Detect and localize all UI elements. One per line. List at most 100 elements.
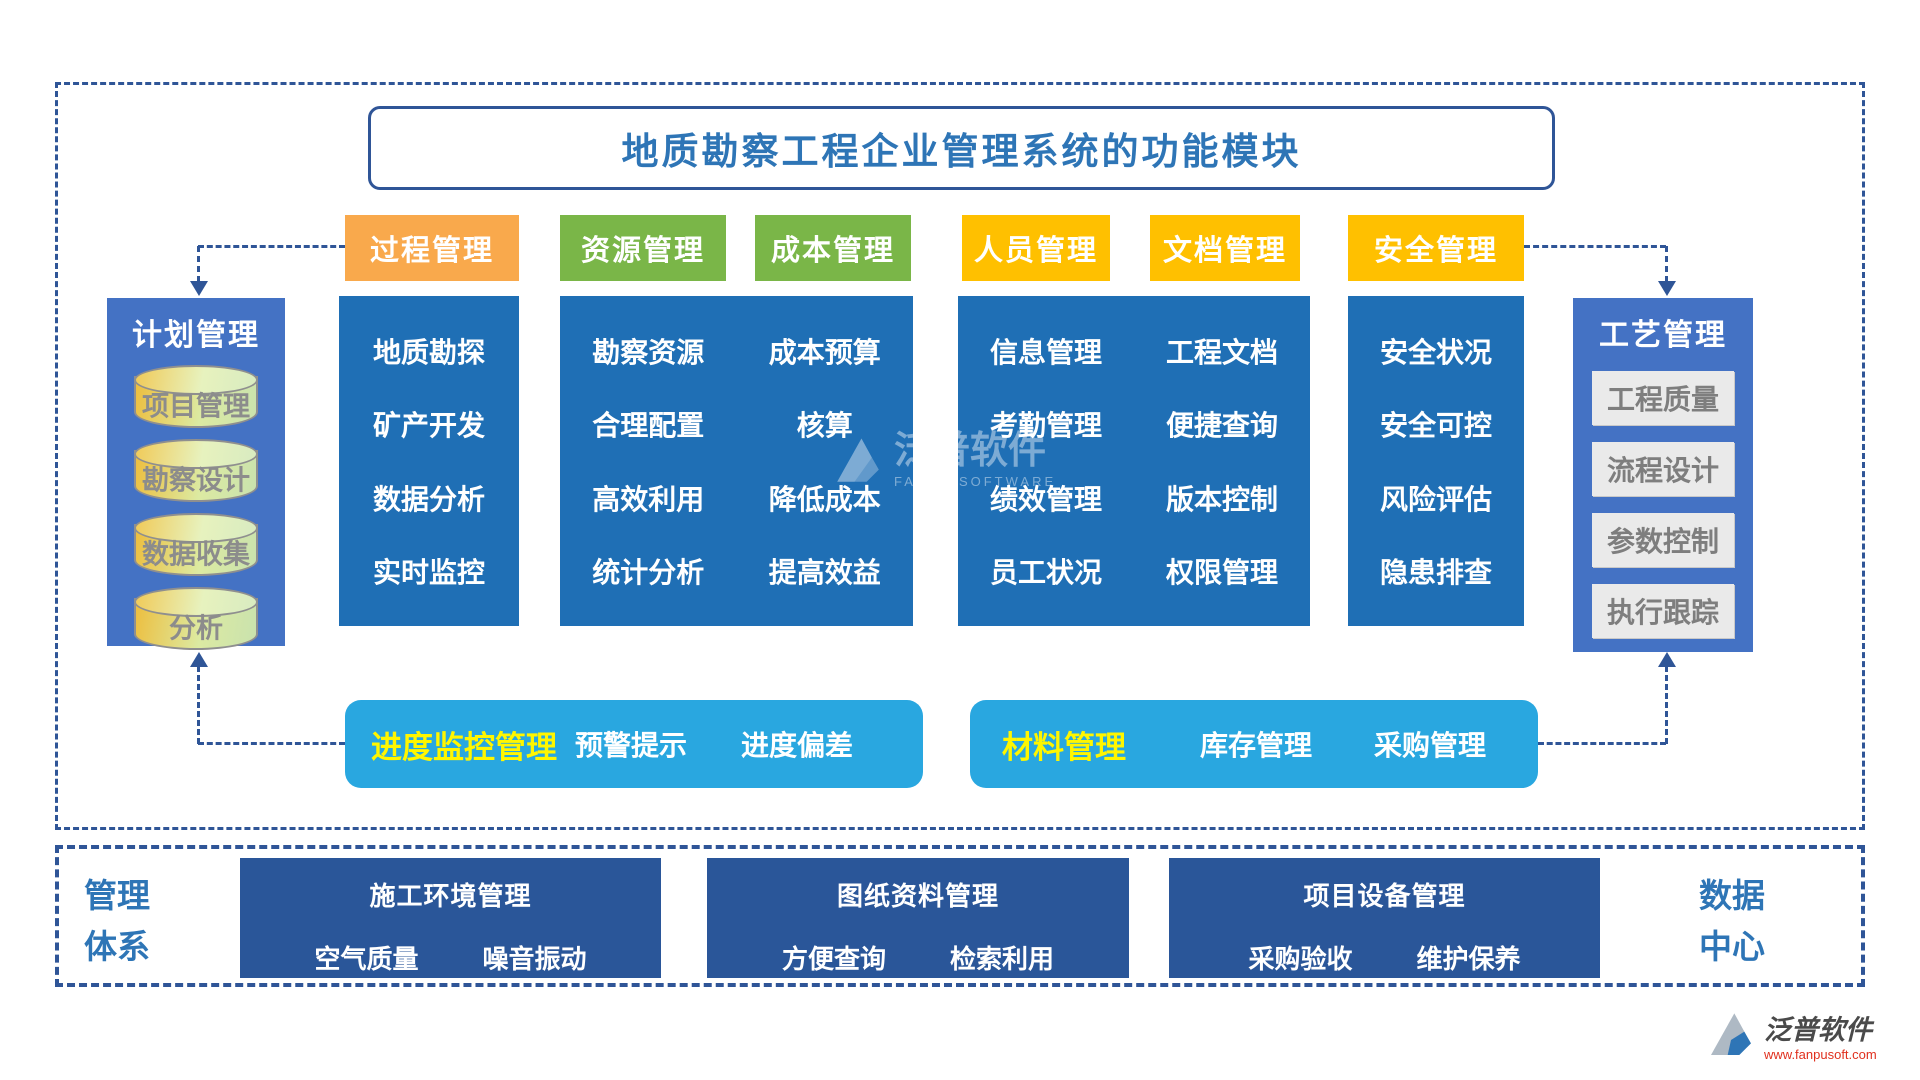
- tab-label: 人员管理: [973, 235, 1098, 267]
- module-item: 成本预算: [768, 337, 881, 369]
- module-item: 安全状况: [1379, 337, 1492, 369]
- material-management-bar: 材料管理 库存管理 采购管理: [970, 700, 1538, 788]
- cylinder-label: 项目管理: [142, 391, 250, 422]
- module-item: 降低成本: [768, 484, 881, 516]
- connector-top-right-horizontal: [1524, 245, 1666, 248]
- personnel-document-module-box: 信息管理 考勤管理 绩效管理 员工状况 工程文档 便捷查询 版本控制 权限管理: [958, 296, 1310, 626]
- module-item: 高效利用: [592, 484, 705, 516]
- fanpu-logo-icon: [1711, 1013, 1751, 1055]
- cylinder-label: 数据收集: [142, 539, 250, 570]
- tab-document-management: 文档管理: [1150, 215, 1300, 281]
- module-item: 版本控制: [1165, 484, 1278, 516]
- navy-box-items: 方便查询 检索利用: [707, 939, 1129, 976]
- chip-label: 工程质量: [1606, 385, 1719, 416]
- progress-monitoring-bar: 进度监控管理 预警提示 进度偏差: [345, 700, 923, 788]
- logo-website: www.fanpusoft.com: [1764, 1047, 1877, 1062]
- connector-top-right-vertical: [1665, 246, 1668, 282]
- tab-label: 资源管理: [580, 235, 705, 267]
- chip-label: 参数控制: [1606, 527, 1719, 558]
- tab-process-management: 过程管理: [345, 215, 519, 281]
- cylinder-data-collection: 数据收集: [134, 513, 258, 576]
- tab-label: 成本管理: [770, 235, 895, 267]
- module-item: 地质勘探: [372, 337, 485, 369]
- fanpu-logo: 泛普软件 www.fanpusoft.com: [1706, 1008, 1877, 1062]
- tab-resource-management: 资源管理: [560, 215, 726, 281]
- logo-name: 泛普软件: [1764, 1015, 1872, 1045]
- bar-item: 进度偏差: [741, 731, 854, 762]
- module-item: 考勤管理: [989, 411, 1102, 443]
- resource-items: 勘察资源 合理配置 高效利用 统计分析: [560, 296, 737, 626]
- module-item: 绩效管理: [989, 484, 1102, 516]
- page-title: 地质勘察工程企业管理系统的功能模块: [621, 132, 1302, 173]
- module-item: 安全可控: [1379, 411, 1492, 443]
- tab-label: 文档管理: [1162, 235, 1287, 267]
- navy-box-title: 施工环境管理: [369, 882, 532, 911]
- module-item: 矿产开发: [372, 411, 485, 443]
- chip-execution-tracking: 执行跟踪: [1592, 584, 1734, 638]
- module-item: 工程文档: [1165, 337, 1278, 369]
- bottom-dashed-frame: [55, 845, 1865, 987]
- process-module-box: 地质勘探 矿产开发 数据分析 实时监控: [339, 296, 519, 626]
- progress-bar-title: 进度监控管理: [371, 729, 557, 765]
- connector-bottom-right-vertical: [1665, 666, 1668, 744]
- process-items: 地质勘探 矿产开发 数据分析 实时监控: [339, 296, 519, 626]
- chip-engineering-quality: 工程质量: [1592, 371, 1734, 425]
- navy-item: 采购验收: [1248, 945, 1353, 974]
- module-item: 数据分析: [372, 484, 485, 516]
- navy-box-items: 采购验收 维护保养: [1169, 939, 1600, 976]
- tab-cost-management: 成本管理: [755, 215, 911, 281]
- module-item: 便捷查询: [1165, 411, 1278, 443]
- safety-module-box: 安全状况 安全可控 风险评估 隐患排查: [1348, 296, 1524, 626]
- module-item: 核算: [796, 411, 853, 443]
- project-equipment-box: 项目设备管理 采购验收 维护保养: [1169, 858, 1600, 978]
- arrowhead-into-plan-panel: [190, 281, 208, 296]
- connector-bottom-right-horizontal: [1538, 742, 1666, 745]
- connector-top-left-vertical: [197, 246, 200, 282]
- cylinder-label: 分析: [169, 613, 223, 644]
- diagram-title-box: 地质勘察工程企业管理系统的功能模块: [368, 106, 1555, 190]
- logo-text-block: 泛普软件 www.fanpusoft.com: [1764, 1008, 1877, 1062]
- bar-item: 采购管理: [1374, 731, 1487, 762]
- craft-management-panel: 工艺管理 工程质量 流程设计 参数控制 执行跟踪: [1573, 298, 1753, 652]
- navy-item: 噪音振动: [482, 945, 587, 974]
- connector-bottom-left-vertical: [197, 666, 200, 744]
- connector-bottom-left-horizontal: [198, 742, 345, 745]
- bar-item: 预警提示: [575, 731, 688, 762]
- module-item: 统计分析: [592, 558, 705, 590]
- navy-box-items: 空气质量 噪音振动: [240, 939, 661, 976]
- module-item: 提高效益: [768, 558, 881, 590]
- arrowhead-into-craft-panel: [1658, 281, 1676, 296]
- tab-safety-management: 安全管理: [1348, 215, 1524, 281]
- construction-environment-box: 施工环境管理 空气质量 噪音振动: [240, 858, 661, 978]
- module-item: 员工状况: [989, 558, 1102, 590]
- tab-label: 安全管理: [1373, 235, 1498, 267]
- craft-panel-title: 工艺管理: [1599, 319, 1727, 352]
- module-item: 风险评估: [1379, 484, 1492, 516]
- cylinder-project-management: 项目管理: [134, 365, 258, 428]
- chip-label: 流程设计: [1606, 456, 1719, 487]
- tab-personnel-management: 人员管理: [962, 215, 1110, 281]
- module-item: 信息管理: [989, 337, 1102, 369]
- chip-process-design: 流程设计: [1592, 442, 1734, 496]
- module-item: 实时监控: [372, 558, 485, 590]
- resource-cost-module-box: 勘察资源 合理配置 高效利用 统计分析 成本预算 核算 降低成本 提高效益: [560, 296, 913, 626]
- module-item: 合理配置: [592, 411, 705, 443]
- module-item: 勘察资源: [592, 337, 705, 369]
- connector-top-left-horizontal: [198, 245, 345, 248]
- cost-items: 成本预算 核算 降低成本 提高效益: [737, 296, 914, 626]
- navy-box-title: 图纸资料管理: [836, 882, 999, 911]
- module-item: 隐患排查: [1379, 558, 1492, 590]
- cylinder-analysis: 分析: [134, 587, 258, 650]
- navy-item: 维护保养: [1416, 945, 1521, 974]
- management-system-label: 管理体系: [84, 879, 150, 967]
- module-item: 权限管理: [1165, 558, 1278, 590]
- personnel-items: 信息管理 考勤管理 绩效管理 员工状况: [958, 296, 1134, 626]
- plan-panel-title: 计划管理: [132, 319, 260, 352]
- material-bar-title: 材料管理: [1002, 729, 1126, 765]
- navy-item: 空气质量: [314, 945, 419, 974]
- chip-parameter-control: 参数控制: [1592, 513, 1734, 567]
- cylinder-label: 勘察设计: [142, 465, 250, 496]
- tab-label: 过程管理: [369, 235, 494, 267]
- navy-box-title: 项目设备管理: [1303, 882, 1466, 911]
